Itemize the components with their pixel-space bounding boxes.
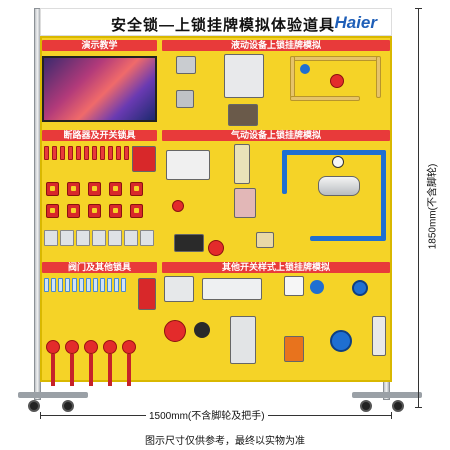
cable-lockout	[138, 278, 156, 310]
height-dimension-label: 1850mm(不含脚轮)	[423, 131, 439, 282]
air-tank	[318, 176, 360, 196]
breaker-panel	[202, 278, 262, 300]
right-foot	[352, 392, 422, 398]
blue-pipe	[381, 150, 386, 240]
caster-wheel	[360, 400, 372, 412]
left-foot	[18, 392, 88, 398]
junction-box	[228, 104, 258, 126]
selector-knob-icon	[194, 322, 210, 338]
pressure-gauge-icon	[332, 156, 344, 168]
valve-handle-icon	[330, 74, 344, 88]
motor	[174, 234, 204, 252]
valve-wheel-icon	[310, 280, 324, 294]
air-valve	[256, 232, 274, 248]
valve-lock-row	[44, 278, 126, 292]
yellow-pipe	[376, 56, 381, 98]
yellow-pipe	[290, 96, 360, 101]
blue-pipe	[310, 236, 386, 241]
yellow-pipe	[290, 56, 380, 61]
breaker-row	[44, 146, 137, 160]
button-station	[230, 316, 256, 364]
caster-wheel	[28, 400, 40, 412]
butterfly-valve-icon	[330, 330, 352, 352]
emergency-stop-icon	[164, 320, 186, 342]
section-teaching: 演示教学	[42, 40, 157, 51]
yellow-pipe	[290, 56, 295, 98]
section-other-switch: 其他开关样式上锁挂牌模拟	[162, 262, 390, 273]
filter-regulator	[234, 144, 250, 184]
board-title: 安全锁—上锁挂牌模拟体验道具	[111, 17, 336, 34]
reference-note: 图示尺寸仅供参考，最终以实物为准	[145, 436, 305, 447]
caster-wheel	[392, 400, 404, 412]
width-dimension-label: 1500mm(不含脚轮及把手)	[146, 407, 268, 422]
pneumatic-valve-block	[234, 188, 256, 218]
valve-handle-icon	[208, 240, 224, 256]
brand-logo: Haier	[334, 13, 377, 32]
switch-box	[176, 56, 196, 74]
gauge-icon	[300, 64, 310, 74]
grey-lock-row	[44, 230, 154, 246]
height-dimension-line	[415, 8, 422, 408]
valve-group	[46, 340, 136, 386]
section-pneumatic: 气动设备上锁挂牌模拟	[162, 130, 390, 141]
section-valve: 阀门及其他锁具	[42, 262, 157, 273]
switch-panel	[164, 276, 194, 302]
pendant-control	[284, 336, 304, 362]
electric-panel	[224, 54, 264, 98]
breaker-lockout-hasp	[132, 146, 156, 172]
caster-wheel	[62, 400, 74, 412]
section-hydraulic: 液动设备上锁挂牌模拟	[162, 40, 390, 51]
lock-box	[176, 90, 194, 108]
wall-socket	[284, 276, 304, 296]
control-box	[166, 150, 210, 180]
blue-pipe	[282, 150, 386, 155]
section-breaker: 断路器及开关锁具	[42, 130, 157, 141]
lock-row	[46, 182, 143, 196]
valve-wheel-icon	[352, 280, 368, 296]
stop-button-icon	[172, 200, 184, 212]
lever-switch	[372, 316, 386, 356]
lock-row	[46, 204, 143, 218]
demo-tv-screen	[42, 56, 157, 122]
blue-pipe	[282, 150, 287, 194]
board-header: 安全锁—上锁挂牌模拟体验道具 Haier	[40, 8, 392, 36]
